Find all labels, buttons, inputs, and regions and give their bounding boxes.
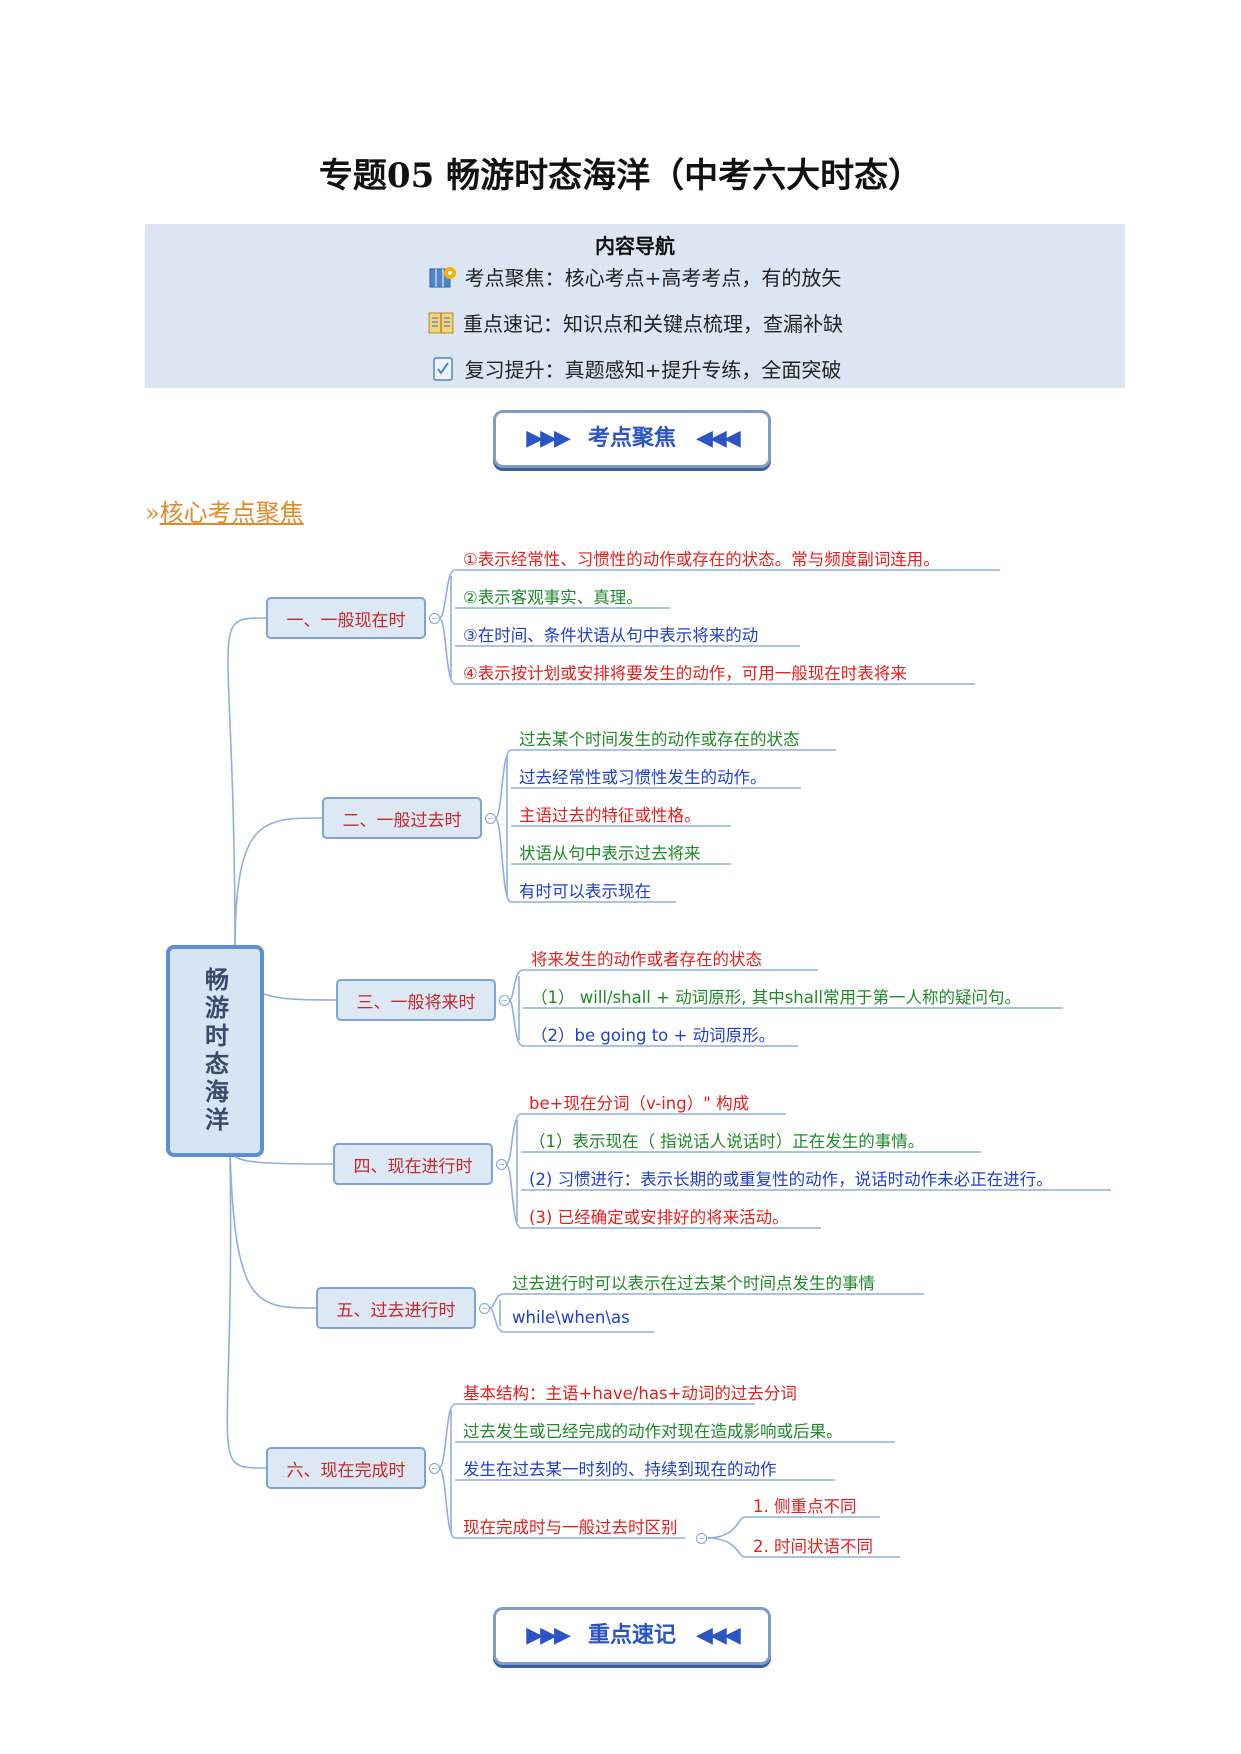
mindmap-leaf: （2）be going to + 动词原形。 [531, 1026, 776, 1045]
connector-line [505, 1113, 522, 1165]
mindmap-root: 畅游时态海洋 [166, 945, 264, 1157]
connector-line [227, 617, 267, 951]
mindmap-leaf: 过去发生或已经完成的动作对现在造成影响或后果。 [463, 1422, 843, 1441]
connector-line [438, 1467, 456, 1539]
connector-line [705, 1516, 746, 1539]
banner-focus[interactable]: ▶▶▶ 考点聚焦 ◀◀◀ [493, 410, 771, 468]
mindmap-leaf: 过去进行时可以表示在过去某个时间点发生的事情 [512, 1274, 875, 1293]
connector-line [705, 1537, 746, 1558]
mindmap-leaf: 过去某个时间发生的动作或存在的状态 [519, 730, 800, 749]
mindmap-branch-node[interactable]: 三、一般将来时 [336, 979, 496, 1021]
connector-line [494, 817, 512, 903]
mindmap-leaf: (2) 习惯进行：表示长期的或重复性的动作，说话时动作未必正在进行。 [529, 1170, 1053, 1189]
collapse-toggle-icon[interactable]: − [499, 995, 510, 1006]
mindmap-leaf: be+现在分词（v-ing）" 构成 [529, 1094, 750, 1113]
page-title: 专题05 畅游时态海洋（中考六大时态） [318, 156, 923, 196]
mindmap-leaf: while\when\as [512, 1308, 630, 1327]
double-chevron-icon: » [145, 499, 160, 527]
nav-row-label: 重点速记：知识点和关键点梳理，查漏补缺 [463, 312, 843, 336]
right-arrows-icon: ▶▶▶ [526, 1623, 571, 1648]
connector-line [488, 1293, 505, 1309]
map-icon [429, 267, 456, 288]
nav-row-focus[interactable]: 考点聚焦：核心考点+高考考点，有的放矢 [145, 262, 1125, 291]
mindmap-branch-node[interactable]: 四、现在进行时 [333, 1143, 493, 1185]
section-heading: »核心考点聚焦 [145, 493, 304, 528]
checklist-icon [432, 357, 453, 381]
mindmap-leaf: 现在完成时与一般过去时区别 [463, 1518, 678, 1537]
connector-line [488, 1307, 505, 1333]
mindmap-leaf: 主语过去的特征或性格。 [519, 806, 701, 825]
connector-line [438, 617, 456, 685]
mindmap-branch-node[interactable]: 二、一般过去时 [322, 797, 482, 839]
nav-row-label: 复习提升：真题感知+提升专练，全面突破 [464, 358, 842, 382]
connector-line [438, 569, 456, 619]
nav-row-notes[interactable]: 重点速记：知识点和关键点梳理，查漏补缺 [145, 308, 1125, 337]
connector-line [438, 1403, 456, 1469]
connector-line [229, 1151, 317, 1309]
nav-heading: 内容导航 [595, 234, 675, 258]
collapse-toggle-icon[interactable]: − [479, 1303, 490, 1314]
mindmap-branch-node[interactable]: 五、过去进行时 [316, 1287, 476, 1329]
connector-line [505, 1163, 522, 1229]
mindmap-leaf: ④表示按计划或安排将要发生的动作，可用一般现在时表将来 [463, 664, 907, 683]
mindmap-leaf: ①表示经常性、习惯性的动作或存在的状态。常与频度副词连用。 [463, 550, 940, 569]
mindmap-leaf: 基本结构：主语+have/has+动词的过去分词 [463, 1384, 797, 1403]
left-arrows-icon: ◀◀◀ [696, 426, 741, 451]
mindmap-leaf: 发生在过去某一时刻的、持续到现在的动作 [463, 1460, 777, 1479]
banner-label: 考点聚焦 [587, 426, 676, 451]
mindmap-leaf: （1）表示现在（ 指说话人说话时）正在发生的事情。 [529, 1132, 925, 1151]
collapse-toggle-icon[interactable]: − [485, 813, 496, 824]
mindmap-leaf: ②表示客观事实、真理。 [463, 588, 643, 607]
nav-row-label: 考点聚焦：核心考点+高考考点，有的放矢 [464, 266, 842, 290]
collapse-toggle-icon[interactable]: − [696, 1533, 707, 1544]
connector-line [508, 999, 524, 1047]
mindmap-leaf: （1） will/shall + 动词原形, 其中shall常用于第一人称的疑问… [531, 988, 1022, 1007]
mindmap-sub-leaf: 1. 侧重点不同 [753, 1497, 857, 1516]
mindmap-root-label: 畅游时态海洋 [200, 967, 229, 1135]
mindmap-leaf: (3) 已经确定或安排好的将来活动。 [529, 1208, 789, 1227]
mindmap-leaf: 状语从句中表示过去将来 [519, 844, 701, 863]
mindmap-leaf: 过去经常性或习惯性发生的动作。 [519, 768, 767, 787]
nav-row-review[interactable]: 复习提升：真题感知+提升专练，全面突破 [145, 354, 1125, 383]
collapse-toggle-icon[interactable]: − [429, 1463, 440, 1474]
collapse-toggle-icon[interactable]: − [496, 1159, 507, 1170]
mindmap-leaf: 有时可以表示现在 [519, 882, 651, 901]
banner-notes[interactable]: ▶▶▶ 重点速记 ◀◀◀ [493, 1607, 771, 1665]
mindmap-sub-leaf: 2. 时间状语不同 [753, 1537, 873, 1556]
right-arrows-icon: ▶▶▶ [526, 426, 571, 451]
content-navigation-box: 内容导航 考点聚焦：核心考点+高考考点，有的放矢 重点速记：知识点和关键点梳理，… [145, 224, 1125, 388]
book-icon [428, 312, 454, 334]
connector-line [508, 969, 524, 1001]
connector-line [226, 1151, 267, 1469]
connector-line [494, 749, 512, 819]
mindmap-leaf: ③在时间、条件状语从句中表示将来的动 [463, 626, 759, 645]
collapse-toggle-icon[interactable]: − [429, 613, 440, 624]
mindmap-branch-node[interactable]: 一、一般现在时 [266, 597, 426, 639]
section-heading-label: 核心考点聚焦 [159, 499, 304, 527]
connector-line [234, 817, 323, 951]
left-arrows-icon: ◀◀◀ [696, 1623, 741, 1648]
banner-label: 重点速记 [587, 1623, 676, 1648]
mindmap-leaf: 将来发生的动作或者存在的状态 [531, 950, 762, 969]
mindmap-branch-node[interactable]: 六、现在完成时 [266, 1447, 426, 1489]
